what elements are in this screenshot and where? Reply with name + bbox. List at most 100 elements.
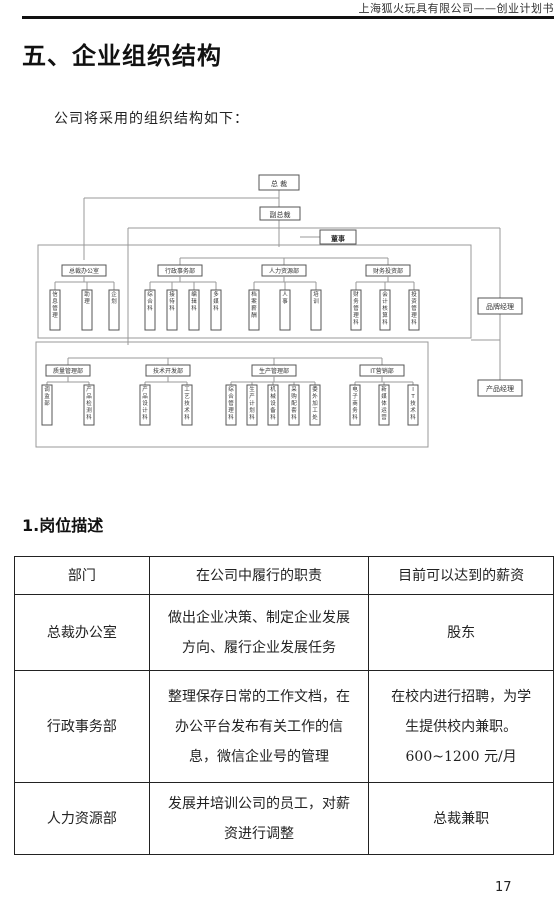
sub-unit-label: 编辑科 [191, 290, 197, 312]
sub-unit-box [41, 384, 53, 426]
duty-cell: 整理保存日常的工作文档，在 办公平台发布有关工作的信 息，微信企业号的管理 [148, 670, 370, 783]
sub-unit-box [279, 289, 291, 331]
pay-cell: 在校内进行招聘，为学 生提供校内兼职。 600~1200 元/月 [368, 670, 554, 783]
sub-unit-box [379, 289, 391, 331]
upper-group-frame [37, 244, 472, 339]
sub-unit-label: 电子商务科 [352, 385, 358, 421]
sub-unit-label: 新媒体运营 [381, 385, 387, 421]
page-title: 五、企业组织结构 [22, 41, 222, 70]
sub-unit-label: 信息管理 [52, 290, 58, 319]
duty-line: 资进行调整 [223, 825, 294, 842]
table-row: 总裁办公室 做出企业决策、制定企业发展 方向、履行企业发展任务 股东 [14, 594, 554, 671]
intro-text: 公司将采用的组织结构如下： [54, 111, 249, 127]
sub-unit-box [225, 384, 237, 426]
pay-cell: 总裁兼职 [368, 782, 554, 855]
header-rule [22, 16, 554, 19]
sub-unit-box [408, 289, 420, 331]
duty-line: 整理保存日常的工作文档，在 [167, 688, 350, 705]
lower-group-frame [35, 341, 429, 448]
table-header-row: 部门 在公司中履行的职责 目前可以达到的薪资 [14, 556, 554, 595]
sub-unit-box [144, 289, 156, 331]
sub-unit-label: 助理 [84, 290, 90, 305]
sub-unit-box [378, 384, 390, 426]
dept-label: IT营销部 [370, 367, 393, 375]
brand-manager-label: 品牌经理 [486, 302, 514, 311]
dept-cell: 人力资源部 [14, 782, 150, 855]
board-label: 董事 [331, 234, 345, 243]
header-cell: 部门 [14, 556, 150, 595]
sub-unit-label: 调监部 [44, 385, 50, 407]
dept-label: 技术开发部 [153, 367, 183, 375]
sub-unit-label: 培训 [313, 290, 319, 305]
sub-unit-label: 工艺技术科 [184, 386, 190, 421]
duty-cell: 发展并培训公司的员工，对薪 资进行调整 [148, 782, 370, 855]
duty-table: 部门 在公司中履行的职责 目前可以达到的薪资 总裁办公室 做出企业决策、制定企业… [14, 556, 554, 855]
dept-label: 质量管理部 [53, 367, 83, 375]
sub-unit-box [309, 384, 321, 426]
sub-unit-label: 委外加工处 [312, 385, 318, 421]
sub-unit-box [310, 289, 322, 331]
sub-unit-box [188, 289, 200, 331]
duty-line: 做出企业决策、制定企业发展 [167, 609, 350, 626]
sub-unit-label: 财务管理科 [353, 290, 359, 326]
section-title: 1.岗位描述 [22, 516, 104, 535]
sub-unit-label: 会计核算科 [382, 290, 388, 326]
sub-unit-box [350, 289, 362, 331]
sub-unit-box [407, 384, 419, 426]
page-number: 17 [495, 880, 512, 895]
sub-unit-label: 综合管理科 [228, 385, 234, 421]
sub-unit-label: 多媒科 [213, 290, 219, 312]
vp-label: 副总裁 [270, 210, 291, 219]
dept-label: 生产管理部 [259, 367, 289, 375]
sub-unit-box [349, 384, 361, 426]
board-box [319, 229, 357, 245]
duty-cell: 做出企业决策、制定企业发展 方向、履行企业发展任务 [148, 594, 370, 671]
duty-line: 发展并培训公司的员工，对薪 [167, 795, 350, 812]
product-manager-label: 产品经理 [486, 384, 514, 393]
sub-unit-label: 综合科 [147, 290, 153, 312]
dept-cell: 总裁办公室 [14, 594, 150, 671]
sub-unit-label: 产品设计科 [142, 385, 148, 421]
ceo-box [258, 174, 300, 191]
sub-unit-box [83, 384, 95, 426]
sub-unit-box [246, 384, 258, 426]
ceo-label: 总 裁 [271, 179, 287, 188]
sub-unit-box [181, 384, 193, 426]
pay-line: 股东 [447, 624, 476, 641]
pay-line: 在校内进行招聘，为学 [391, 688, 532, 705]
sub-unit-box [139, 384, 151, 426]
sub-unit-label: 档案薪酬 [251, 290, 257, 319]
sub-unit-label: 机械设备科 [270, 385, 276, 421]
sub-unit-box [81, 289, 93, 331]
duty-line: 办公平台发布有关工作的信 [174, 718, 343, 735]
brand-manager-box [477, 297, 523, 315]
sub-unit-box [166, 289, 178, 331]
sub-unit-label: 采购配套科 [291, 385, 297, 421]
header-cell: 在公司中履行的职责 [148, 556, 370, 595]
sub-unit-label: 企划 [111, 290, 117, 305]
sub-unit-label: 人事 [282, 291, 288, 305]
dept-label: 总裁办公室 [69, 267, 99, 275]
vp-box [259, 206, 301, 221]
running-header: 上海狐火玩具有限公司——创业计划书 [358, 2, 554, 15]
duty-line: 方向、履行企业发展任务 [181, 639, 336, 656]
sub-unit-box [267, 384, 279, 426]
duty-line: 息，微信企业号的管理 [188, 748, 329, 765]
sub-unit-box [248, 289, 260, 331]
pay-line: 总裁兼职 [433, 810, 490, 827]
sub-unit-box [288, 384, 300, 426]
product-manager-box [477, 379, 523, 397]
dept-label: 财务投资部 [373, 267, 403, 275]
sub-unit-box [210, 289, 222, 331]
sub-unit-box [49, 289, 61, 331]
header-cell: 目前可以达到的薪资 [368, 556, 554, 595]
sub-unit-label: 产品检测科 [86, 385, 92, 421]
table-row: 行政事务部 整理保存日常的工作文档，在 办公平台发布有关工作的信 息，微信企业号… [14, 670, 554, 783]
pay-cell: 股东 [368, 594, 554, 671]
sub-unit-label: 投资管理科 [411, 290, 417, 326]
dept-cell: 行政事务部 [14, 670, 150, 783]
dept-label: 行政事务部 [165, 267, 195, 275]
table-row: 人力资源部 发展并培训公司的员工，对薪 资进行调整 总裁兼职 [14, 782, 554, 855]
